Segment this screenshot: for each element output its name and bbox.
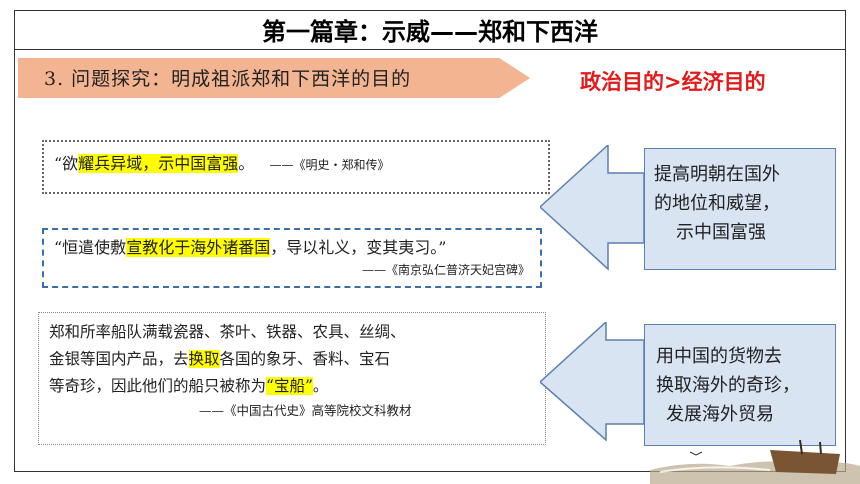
quote-source: ——《明史・郑和传》 xyxy=(269,158,390,172)
quote-source: ——《南京弘仁普济天妃宫碑》 xyxy=(361,263,530,277)
economic-callout-box xyxy=(644,324,836,446)
quote-rest: ，导以礼义，变其夷习。” xyxy=(270,238,447,257)
quote-box-tianfei: “恒遣使敷宣教化于海外诸番国，导以礼义，变其夷习。” ——《南京弘仁普济天妃宫碑… xyxy=(42,228,542,288)
quote-highlight: 宣教化于海外诸番国 xyxy=(126,238,271,257)
section-banner-text: 3. 问题探究：明成祖派郑和下西洋的目的 xyxy=(44,68,412,90)
quote-box-mingshi: “欲耀兵异域，示中国富强。 ——《明史・郑和传》 xyxy=(42,140,550,194)
slide-title: 第一篇章：示威——郑和下西洋 xyxy=(14,10,846,50)
quote-open: “恒遣使敷 xyxy=(54,238,127,257)
quote-highlight: 换取 xyxy=(188,350,220,368)
quote-line: 金银等国内产品，去换取各国的象牙、香料、宝石 xyxy=(49,350,391,368)
quote-close: 。 xyxy=(238,154,255,173)
quote-open: “欲 xyxy=(54,154,79,173)
quote-line: 郑和所率船队满载瓷器、茶叶、铁器、农具、丝绸、 xyxy=(49,323,406,341)
quote-source: ——《中国古代史》高等院校文科教材 xyxy=(199,403,412,418)
quote-highlight: 耀兵异域，示中国富强 xyxy=(78,154,239,173)
treasure-ship-illustration xyxy=(650,440,860,484)
political-callout-box xyxy=(644,148,836,270)
quote-line: 等奇珍，因此他们的船只被称为“宝船”。 xyxy=(49,377,329,395)
slide-frame xyxy=(14,10,846,472)
quote-highlight: “宝船” xyxy=(266,377,313,395)
economic-callout-text: 用中国的货物去 换取海外的奇珍， 发展海外贸易 xyxy=(656,346,800,425)
section-banner xyxy=(18,58,530,98)
purpose-conclusion: 政治目的>经济目的 xyxy=(580,70,766,94)
quote-box-textbook: 郑和所率船队满载瓷器、茶叶、铁器、农具、丝绸、 金银等国内产品，去换取各国的象牙… xyxy=(38,312,546,445)
political-callout-text: 提高明朝在国外 的地位和威望， 示中国富强 xyxy=(654,164,780,243)
